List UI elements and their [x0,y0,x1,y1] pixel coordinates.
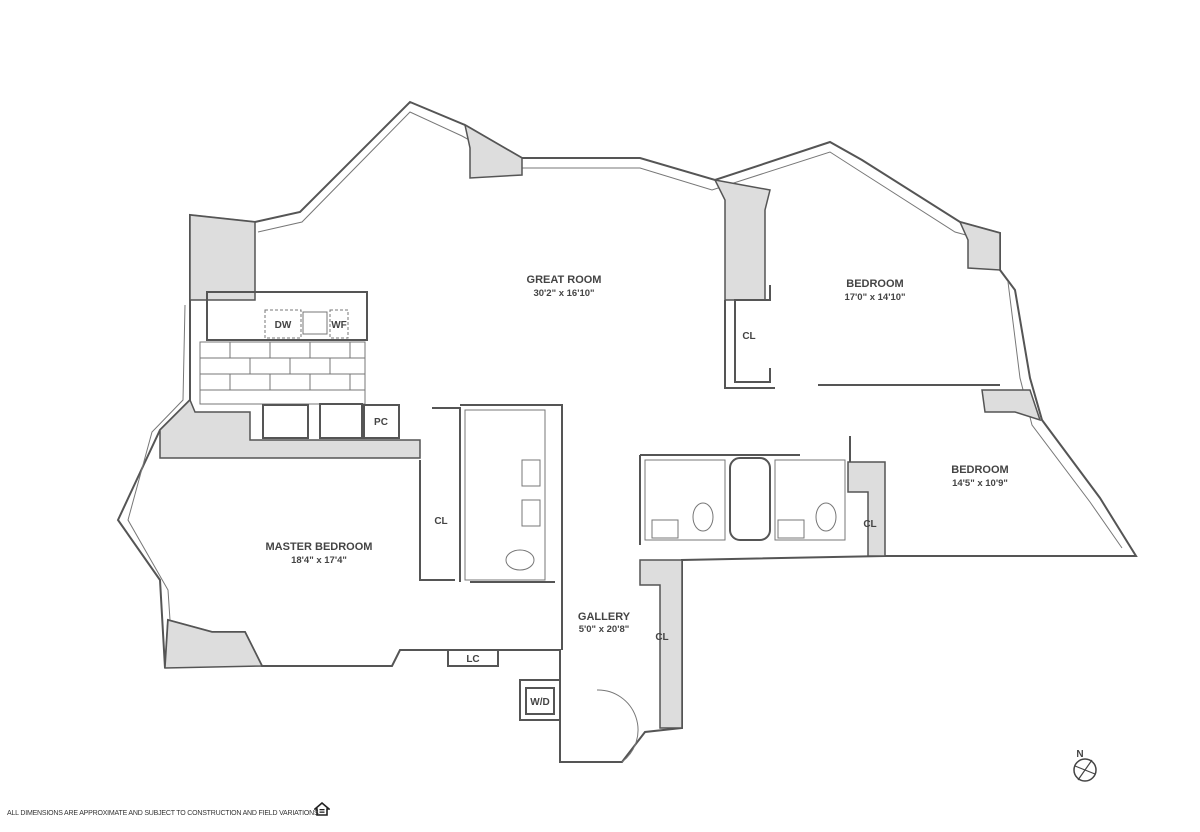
water-filter-label: WF [331,320,347,331]
window-band [1007,281,1123,549]
kitchen-counter [206,291,368,341]
window-band [257,111,996,244]
vanity-sink [777,519,805,539]
pantry [363,404,400,439]
room-dims-gallery: 5'0" x 20'8" [579,624,630,635]
bath-tile [774,459,846,541]
washer-dryer-label: W/D [530,697,549,708]
room-name-master-bedroom: MASTER BEDROOM [266,541,373,553]
compass-north-label: N [1076,749,1083,760]
wall [639,559,683,729]
washer-dryer [519,679,561,721]
compass-icon: N [1073,749,1097,782]
washer-dryer-inner [525,687,555,715]
wall [847,461,886,557]
vanity-sink [521,459,541,487]
dishwasher-label: DW [275,320,292,331]
toilet [692,502,714,532]
refrigerator [319,403,363,439]
partition [724,300,775,389]
disclaimer: ALL DIMENSIONS ARE APPROXIMATE AND SUBJE… [7,810,321,817]
room-dims-master-bedroom: 18'4" x 17'4" [291,555,347,566]
column [981,389,1042,422]
column [463,123,523,179]
closet-wall [419,460,455,581]
vanity-sink [521,499,541,527]
room-dims-bedroom-1: 17'0" x 14'10" [844,292,905,303]
exterior-wall [116,100,1138,763]
window-band [127,304,186,621]
closet-label: CL [742,331,755,342]
partition [432,407,461,582]
master-bath-tile [464,409,546,581]
room-dims-bedroom-2: 14'5" x 10'9" [952,478,1008,489]
room-name-great-room: GREAT ROOM [527,274,602,286]
linen-closet-label: LC [466,654,479,665]
equal-housing-icon [314,802,330,816]
room-name-gallery: GALLERY [578,611,631,623]
column [958,220,1001,271]
closet-label: CL [655,632,668,643]
vanity-sink [651,519,679,539]
sink [302,311,328,335]
room-name-bedroom-2: BEDROOM [951,464,1008,476]
dishwasher [264,309,302,339]
column [164,619,264,669]
tile-pattern [200,342,365,391]
column [713,178,771,301]
room-dims-great-room: 30'2" x 16'10" [533,288,594,299]
closet-label: CL [863,519,876,530]
entry-door-swing [596,689,639,763]
water-filter [329,309,349,339]
wall [159,398,421,459]
bathtub [729,457,771,541]
closet-label: CL [434,516,447,527]
bath-tile [644,459,726,541]
toilet [815,502,837,532]
closet-wall [734,285,771,383]
partition [460,404,563,650]
backsplash-tile [199,341,366,405]
range [262,404,309,439]
toilet [505,549,535,571]
room-name-bedroom-1: BEDROOM [846,278,903,290]
column [189,214,256,301]
pantry-closet-label: PC [374,417,388,428]
linen-closet [447,649,499,667]
